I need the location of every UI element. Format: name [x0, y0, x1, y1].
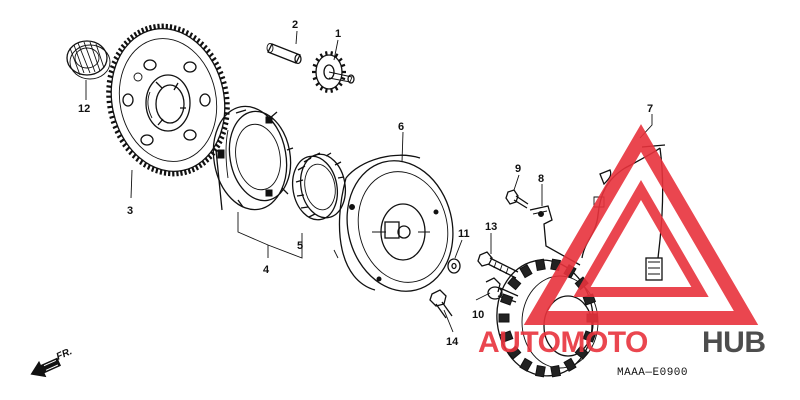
callout-14: 14 — [446, 336, 459, 348]
part-9-bolt[interactable] — [505, 189, 529, 209]
callout-9: 9 — [515, 163, 521, 175]
part-8-clamp[interactable] — [529, 205, 581, 266]
stator-assembly[interactable] — [491, 255, 599, 380]
callout-5: 5 — [297, 240, 303, 252]
stator-pole — [535, 365, 546, 378]
part-12-needle-bearing[interactable] — [66, 40, 111, 80]
callout-3: 3 — [127, 205, 133, 217]
callout-10: 10 — [472, 309, 484, 321]
stator-pole — [582, 330, 597, 343]
callout-12: 12 — [78, 103, 90, 115]
stator-poles — [498, 258, 598, 378]
stator-pole — [563, 357, 577, 372]
watermark-brand-hub: HUB — [702, 326, 766, 359]
part-14-bolt[interactable] — [429, 289, 453, 319]
callout-2: 2 — [292, 19, 298, 31]
stator-pole — [550, 365, 561, 378]
stator-pole — [535, 258, 546, 271]
part-5-one-way-clutch[interactable] — [288, 151, 350, 224]
callout-7: 7 — [647, 103, 653, 115]
gear-teeth — [312, 51, 346, 93]
front-direction-indicator: FR. — [30, 346, 74, 378]
part-3-driven-gear[interactable] — [98, 18, 237, 182]
watermark-logo: AUTOMOTO HUB — [478, 124, 766, 359]
stator-pole — [507, 276, 522, 291]
stator-pole — [507, 345, 522, 360]
diagram-code: MAAA—E0900 — [617, 367, 688, 379]
part-4-clutch-outer[interactable] — [206, 101, 298, 216]
stator-pole — [519, 264, 533, 279]
stator-pole — [499, 330, 514, 343]
callout-4: 4 — [263, 264, 270, 276]
stator-pole — [519, 357, 533, 372]
leader-lines — [85, 30, 653, 333]
gear-teeth — [106, 23, 230, 177]
callout-13: 13 — [485, 221, 497, 233]
callout-1: 1 — [335, 28, 341, 40]
part-11-washer[interactable] — [447, 258, 461, 274]
callout-numbers: 1 2 3 4 5 6 7 8 9 10 11 12 13 14 — [78, 19, 653, 348]
front-arrow-icon — [30, 357, 61, 378]
front-direction-label: FR. — [55, 346, 74, 363]
stator-pole — [574, 345, 589, 360]
stator-pole — [499, 293, 514, 306]
watermark-brand-automoto: AUTOMOTO — [478, 326, 648, 359]
part-6-flywheel[interactable] — [333, 149, 467, 302]
callout-6: 6 — [398, 121, 404, 133]
warning-triangle-icon — [523, 124, 759, 325]
callout-8: 8 — [538, 173, 544, 185]
part-2-pin[interactable] — [266, 43, 302, 65]
callout-11: 11 — [458, 228, 470, 240]
part-1-reduction-gear[interactable] — [312, 51, 355, 93]
stator-pole — [498, 313, 510, 323]
